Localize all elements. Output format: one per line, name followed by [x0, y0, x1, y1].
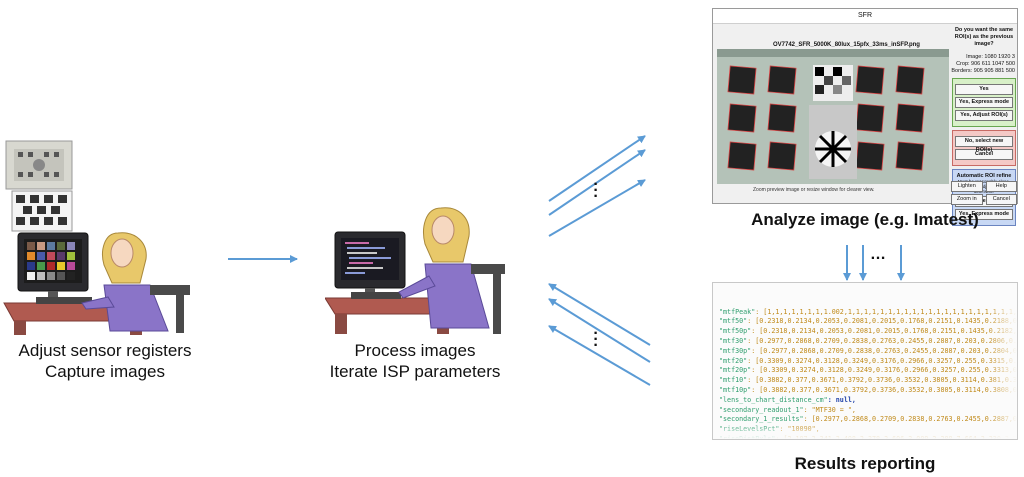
capture-caption-line1: Adjust sensor registers — [18, 341, 192, 360]
auto-yes-express-button[interactable]: Yes, Express mode — [955, 209, 1013, 220]
lighten-button[interactable]: Lighten — [951, 181, 983, 192]
ellipsis-down-arrows: … — [870, 246, 887, 263]
json-value: : [0.3309,0.3274,0.3128,0.3249,0.3176,0.… — [751, 366, 1018, 375]
json-key: "mtf30" — [719, 336, 748, 345]
process-caption-line1: Process images — [354, 341, 476, 360]
select-new-roi-button[interactable]: No, select new ROI(s) — [955, 136, 1013, 153]
sfr-image-filename: OV7742_SFR_5000K_80lux_15pfx_33ms_inSFP.… — [773, 42, 920, 48]
json-key: "lens_to_chart_distance_cm" — [719, 395, 828, 404]
monitor-code — [334, 231, 406, 296]
auto-roi-title: Automatic ROI refine — [956, 173, 1012, 179]
json-line: "mtf10p": [0.3882,0.377,0.3671,0.3792,0.… — [719, 386, 1017, 396]
json-line: "mtfPeak": [1,1,1,1,1,1,1,1.002,1,1,1,1,… — [719, 308, 1017, 318]
arrow-from-report-3 — [548, 325, 651, 386]
json-key: "mtf20" — [719, 356, 748, 365]
roi-question: Do you want the same ROI(s) as the previ… — [954, 27, 1014, 47]
json-value: : [0.2977,0.2868,0.2709,0.2838,0.2763,0.… — [747, 336, 1018, 345]
json-key: "secondary_1_results" — [719, 415, 804, 424]
arrow-to-analyze-3 — [548, 179, 646, 237]
json-line: "lens_to_chart_distance_cm": null, — [719, 396, 1017, 406]
capture-caption-line2: Capture images — [44, 362, 165, 381]
sfr-chart-preview[interactable] — [717, 49, 949, 184]
json-value: : "MTF30 = ", — [803, 405, 856, 414]
image-info-line: Image: 1080 1920 3 — [966, 54, 1015, 60]
new-roi-panel: No, select new ROI(s) Cancel — [952, 130, 1016, 166]
process-caption-line2: Iterate ISP parameters — [329, 362, 501, 381]
json-value: : [0.3882,0.377,0.3671,0.3792,0.3736,0.3… — [751, 385, 1018, 394]
monitor-color-checker — [17, 232, 89, 299]
json-line: "mtf20p": [0.3309,0.3274,0.3128,0.3249,0… — [719, 366, 1017, 376]
json-results-panel: "mtfPeak": [1,1,1,1,1,1,1,1.002,1,1,1,1,… — [712, 282, 1018, 440]
json-line: "mtf10": [0.3882,0.377,0.3671,0.3792,0.3… — [719, 376, 1017, 386]
analyze-caption: Analyze image (e.g. Imatest) — [751, 210, 979, 229]
image-info: Image: 1080 1920 3 Crop: 906 611 1047 50… — [951, 54, 1017, 75]
json-key: "mtf50" — [719, 317, 748, 326]
reuse-roi-panel: Yes Yes, Express mode Yes, Adjust ROI(s) — [952, 78, 1016, 127]
json-value: : [0.3882,0.377,0.3671,0.3792,0.3736,0.3… — [747, 376, 1018, 385]
json-line: "mtf50p": [0.2318,0.2134,0.2053,0.2081,0… — [719, 327, 1017, 337]
checker-chart-thumbnail — [11, 190, 73, 232]
json-value: : [0.2977,0.2868,0.2709,0.2838,0.2763,0.… — [751, 346, 1018, 355]
json-key: "mtf10" — [719, 376, 748, 385]
json-value: : [0.2318,0.2134,0.2053,0.2081,0.2015,0.… — [751, 327, 1018, 336]
process-caption: Process images Iterate ISP parameters — [300, 340, 530, 382]
report-caption: Results reporting — [794, 454, 936, 473]
yes-button[interactable]: Yes — [955, 84, 1013, 95]
json-line: "secondary_1_results": [0.2977,0.2868,0.… — [719, 415, 1017, 425]
person-operator — [81, 232, 190, 333]
json-line: "secondary_readout_1": "MTF30 = ", — [719, 406, 1017, 416]
json-key: "mtfPeak" — [719, 307, 756, 316]
capture-illustration — [3, 140, 190, 335]
json-value: : null, — [827, 395, 856, 404]
json-line: "mtf30p": [0.2977,0.2868,0.2709,0.2838,0… — [719, 347, 1017, 357]
auto-roi-panel: Automatic ROI refine Must be reasonably … — [952, 169, 1016, 226]
cancel-button-bottom[interactable]: Cancel — [985, 194, 1017, 205]
json-key: "mtf30p" — [719, 346, 752, 355]
person-engineer — [398, 207, 505, 334]
capture-caption: Adjust sensor registers Capture images — [0, 340, 210, 382]
sfr-bottom-buttons: Lighten Help Zoom in Cancel — [951, 181, 1017, 207]
json-value: : [0.2977,0.2868,0.2709,0.2838,0.2763,0.… — [803, 415, 1018, 424]
sfr-chart-image — [717, 49, 949, 184]
arrow-to-analyze-2 — [548, 149, 646, 216]
json-lines: "mtfPeak": [1,1,1,1,1,1,1,1.002,1,1,1,1,… — [719, 308, 1017, 439]
json-line: "mtf20": [0.3309,0.3274,0.3128,0.3249,0.… — [719, 357, 1017, 367]
yes-express-button[interactable]: Yes, Express mode — [955, 97, 1013, 108]
yes-adjust-roi-button[interactable]: Yes, Adjust ROI(s) — [955, 110, 1013, 121]
json-key: "mtf20p" — [719, 366, 752, 375]
fade-bottom — [713, 423, 1017, 439]
cancel-button[interactable]: Cancel — [955, 149, 1013, 160]
sfr-side-panel: Do you want the same ROI(s) as the previ… — [951, 23, 1017, 229]
image-info-line: Borders: 905 905 881 500 — [951, 68, 1015, 74]
arrow-to-analyze-1 — [548, 135, 646, 202]
json-value: : [0.3309,0.3274,0.3128,0.3249,0.3176,0.… — [747, 356, 1018, 365]
ellipsis-analyze-arrows: ··· — [593, 176, 599, 205]
sfr-window-title: SFR — [713, 9, 1017, 24]
json-value: : [0.2318,0.2134,0.2053,0.2081,0.2015,0.… — [747, 317, 1018, 326]
sfr-zoom-note: Zoom preview image or resize window for … — [753, 187, 875, 193]
help-button[interactable]: Help — [985, 181, 1017, 192]
sfr-chart-thumbnail — [5, 140, 73, 190]
imatest-sfr-window: SFR OV7742_SFR_5000K_80lux_15pfx_33ms_in… — [712, 8, 1018, 226]
fade-right — [987, 283, 1017, 439]
process-illustration — [325, 207, 505, 334]
json-key: "secondary_readout_1" — [719, 405, 804, 414]
json-value: : [1,1,1,1,1,1,1,1.002,1,1,1,1,1,1,1,1,1… — [755, 307, 1017, 316]
image-info-line: Crop: 906 611 1047 500 — [956, 61, 1015, 67]
auto-roi-note: Must be reasonably close. Use Yes, Adjus… — [957, 179, 1011, 194]
json-key: "mtf50p" — [719, 327, 752, 336]
json-key: "mtf10p" — [719, 385, 752, 394]
arrow-from-report-1 — [548, 283, 651, 346]
ellipsis-report-arrows: ··· — [593, 325, 599, 354]
zoom-in-button[interactable]: Zoom in — [951, 194, 983, 205]
arrow-from-report-2 — [548, 298, 651, 363]
json-line: "mtf50": [0.2318,0.2134,0.2053,0.2081,0.… — [719, 317, 1017, 327]
json-line: "mtf30": [0.2977,0.2868,0.2709,0.2838,0.… — [719, 337, 1017, 347]
